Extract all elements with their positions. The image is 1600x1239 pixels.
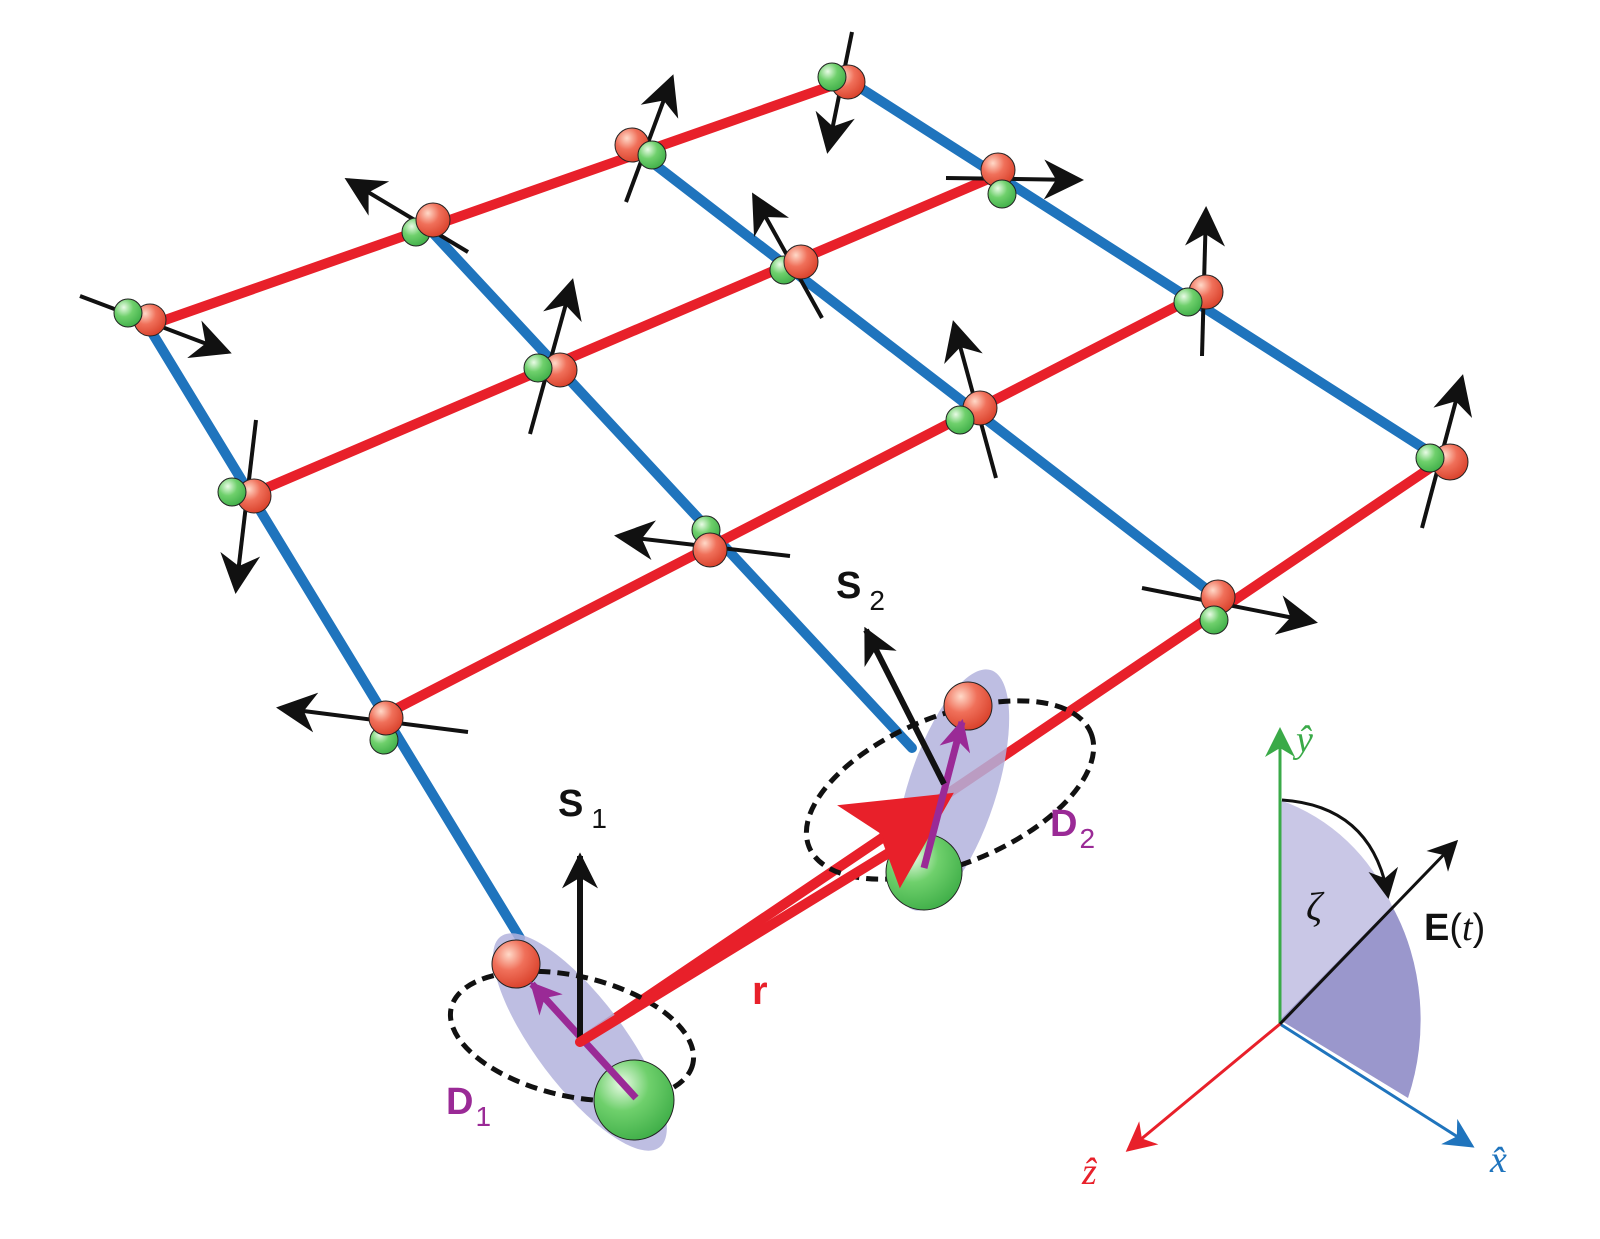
molecule-2-arrows [863, 626, 971, 869]
column-bond-4 [843, 75, 1447, 465]
axis-label-z: ẑ [1081, 1151, 1098, 1193]
green-atom [637, 140, 667, 170]
label-d2: D2 [1050, 803, 1095, 854]
molecule-site [752, 192, 824, 319]
column-bond-2 [427, 227, 917, 753]
row-bond-2 [247, 169, 1005, 499]
molecule-site [344, 177, 470, 254]
axis-label-y: ŷ [1292, 719, 1313, 761]
x-axis [1279, 1022, 1475, 1148]
molecule-site [276, 692, 469, 755]
separation-vector [575, 792, 954, 1047]
label-zeta: ζ [1306, 884, 1325, 929]
z-axis [1125, 1022, 1281, 1152]
green-atom [113, 298, 143, 328]
spin-arrow [624, 74, 679, 203]
red-atom [783, 244, 819, 280]
green-atom [945, 405, 975, 435]
highlighted-molecule-2 [803, 669, 1097, 911]
row-bonds [143, 75, 1447, 1047]
angle-zeta-region [1280, 800, 1392, 1020]
green-atom [1173, 287, 1203, 317]
red-atom [368, 700, 404, 736]
molecule-site [523, 278, 582, 435]
molecule-2-dashed-orbit [803, 698, 1097, 882]
row-bond-1 [143, 75, 853, 331]
e-field-arrow [1278, 839, 1459, 1026]
molecule-site [79, 294, 232, 358]
spin-arrow [344, 177, 470, 254]
red-atom-large [943, 681, 993, 731]
red-atom [415, 202, 451, 238]
red-atom [692, 532, 728, 568]
molecule-site [944, 320, 998, 479]
r-vector-arrowhead [837, 792, 954, 889]
label-e-field: E(t) [1424, 907, 1485, 949]
molecule-site [1415, 374, 1473, 529]
r-vector-shaft [575, 841, 905, 1047]
green-atom [1199, 605, 1229, 635]
row-bond-3 [377, 285, 1213, 721]
molecule-site [217, 419, 272, 594]
axis-label-x: x̂ [1489, 1139, 1507, 1181]
column-bond-3 [631, 145, 1223, 603]
green-atom-large [593, 1059, 675, 1141]
axes-inset: ŷ x̂ ẑ ζ E(t) [1081, 719, 1507, 1193]
molecule-site [945, 152, 1084, 209]
lattice-sites [79, 31, 1473, 755]
green-atom [523, 353, 553, 383]
column-bonds [143, 75, 1447, 943]
angle-zeta-arc [1281, 798, 1399, 899]
molecule-1-dashed-orbit [447, 968, 697, 1104]
label-d1: D1 [446, 1081, 491, 1132]
spin-arrow-s2 [863, 626, 947, 786]
molecule-site [1141, 579, 1318, 635]
dipole-arrow-2 [920, 718, 971, 869]
green-atom [987, 179, 1017, 209]
red-atom-large [491, 939, 541, 989]
row-bond-4 [575, 455, 1447, 1047]
molecule-site [815, 31, 866, 154]
molecule-site [614, 515, 791, 568]
molecule-site [614, 74, 679, 203]
green-atom [217, 477, 247, 507]
green-atom [817, 62, 847, 92]
green-atom [1415, 443, 1445, 473]
molecule-site [1173, 206, 1226, 357]
column-bond-1 [143, 321, 525, 943]
label-r: r [752, 969, 768, 1013]
field-projection-region [1280, 906, 1421, 1098]
